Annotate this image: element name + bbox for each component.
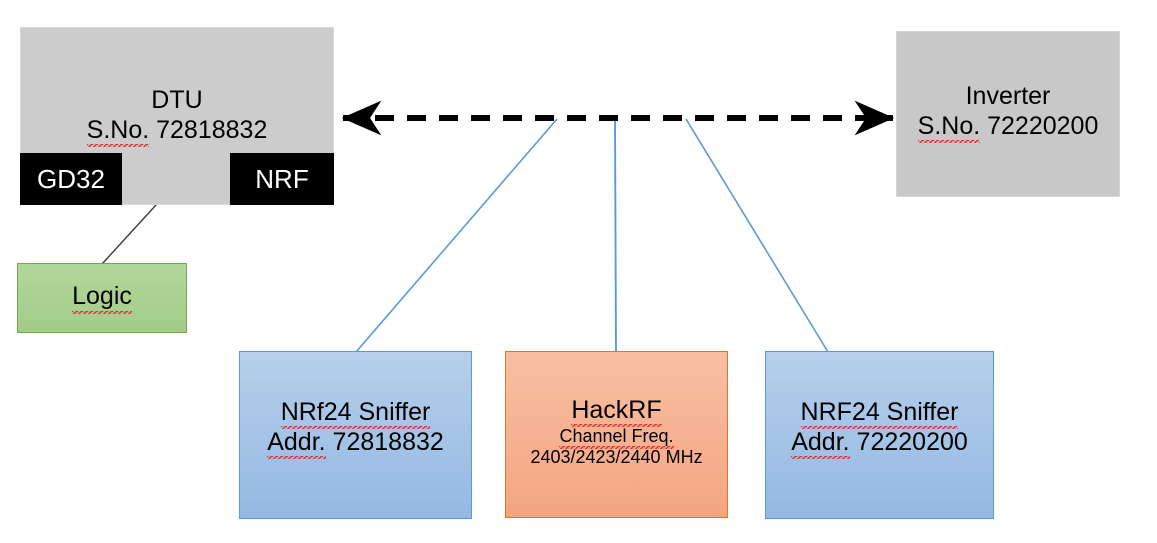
sniffer-right-line1: NRF24 Sniffer [800,398,959,429]
logic-node[interactable]: Logic [17,263,187,333]
hackrf-subtitle: Channel Freq. [559,425,674,449]
hackrf-subtitle-text: Channel Freq. [559,425,674,449]
dtu-title: DTU [151,86,203,114]
gd32-node[interactable]: GD32 [20,153,122,205]
nrf-label: NRF [255,163,309,194]
sniffer-left-line1-text: NRf24 Sniffer [280,398,431,429]
sniffer-left-node[interactable]: NRf24 Sniffer Addr. 72818832 [239,351,472,519]
inverter-serial-value: 72220200 [987,111,1099,140]
link-hackrf-to-rf [614,118,617,353]
link-sniffer-right-to-rf [685,118,829,353]
hackrf-node[interactable]: HackRF Channel Freq. 2403/2423/2440 MHz [505,351,728,518]
sniffer-left-line1: NRf24 Sniffer [280,398,431,429]
gd32-label: GD32 [37,163,105,194]
inverter-serial: S.No. 72220200 [917,111,1099,143]
sniffer-left-addr-label: Addr. [267,427,326,459]
inverter-serial-label: S.No. [917,111,981,143]
sniffer-right-addr-value: 72220200 [856,427,968,456]
logic-label: Logic [72,281,132,315]
sniffer-right-line2: Addr. 72220200 [791,427,968,459]
sniffer-right-gap [850,428,857,456]
inverter-node[interactable]: Inverter S.No. 72220200 [896,31,1120,197]
sniffer-left-addr-value: 72818832 [332,427,444,456]
sniffer-left-gap [326,428,333,456]
sniffer-right-addr-label: Addr. [791,427,850,459]
sniffer-left-line2: Addr. 72818832 [267,427,444,459]
inverter-title: Inverter [965,82,1051,110]
hackrf-frequencies: 2403/2423/2440 MHz [530,446,703,467]
link-sniffer-left-to-rf [355,118,558,353]
dtu-serial-label: S.No. [86,115,150,147]
hackrf-title-text: HackRF [571,396,662,427]
nrf-node[interactable]: NRF [230,153,334,205]
sniffer-right-node[interactable]: NRF24 Sniffer Addr. 72220200 [765,351,994,519]
dtu-serial: S.No. 72818832 [86,115,268,147]
dtu-serial-value: 72818832 [156,115,268,144]
hackrf-title: HackRF [571,396,662,427]
sniffer-right-line1-text: NRF24 Sniffer [800,398,959,429]
